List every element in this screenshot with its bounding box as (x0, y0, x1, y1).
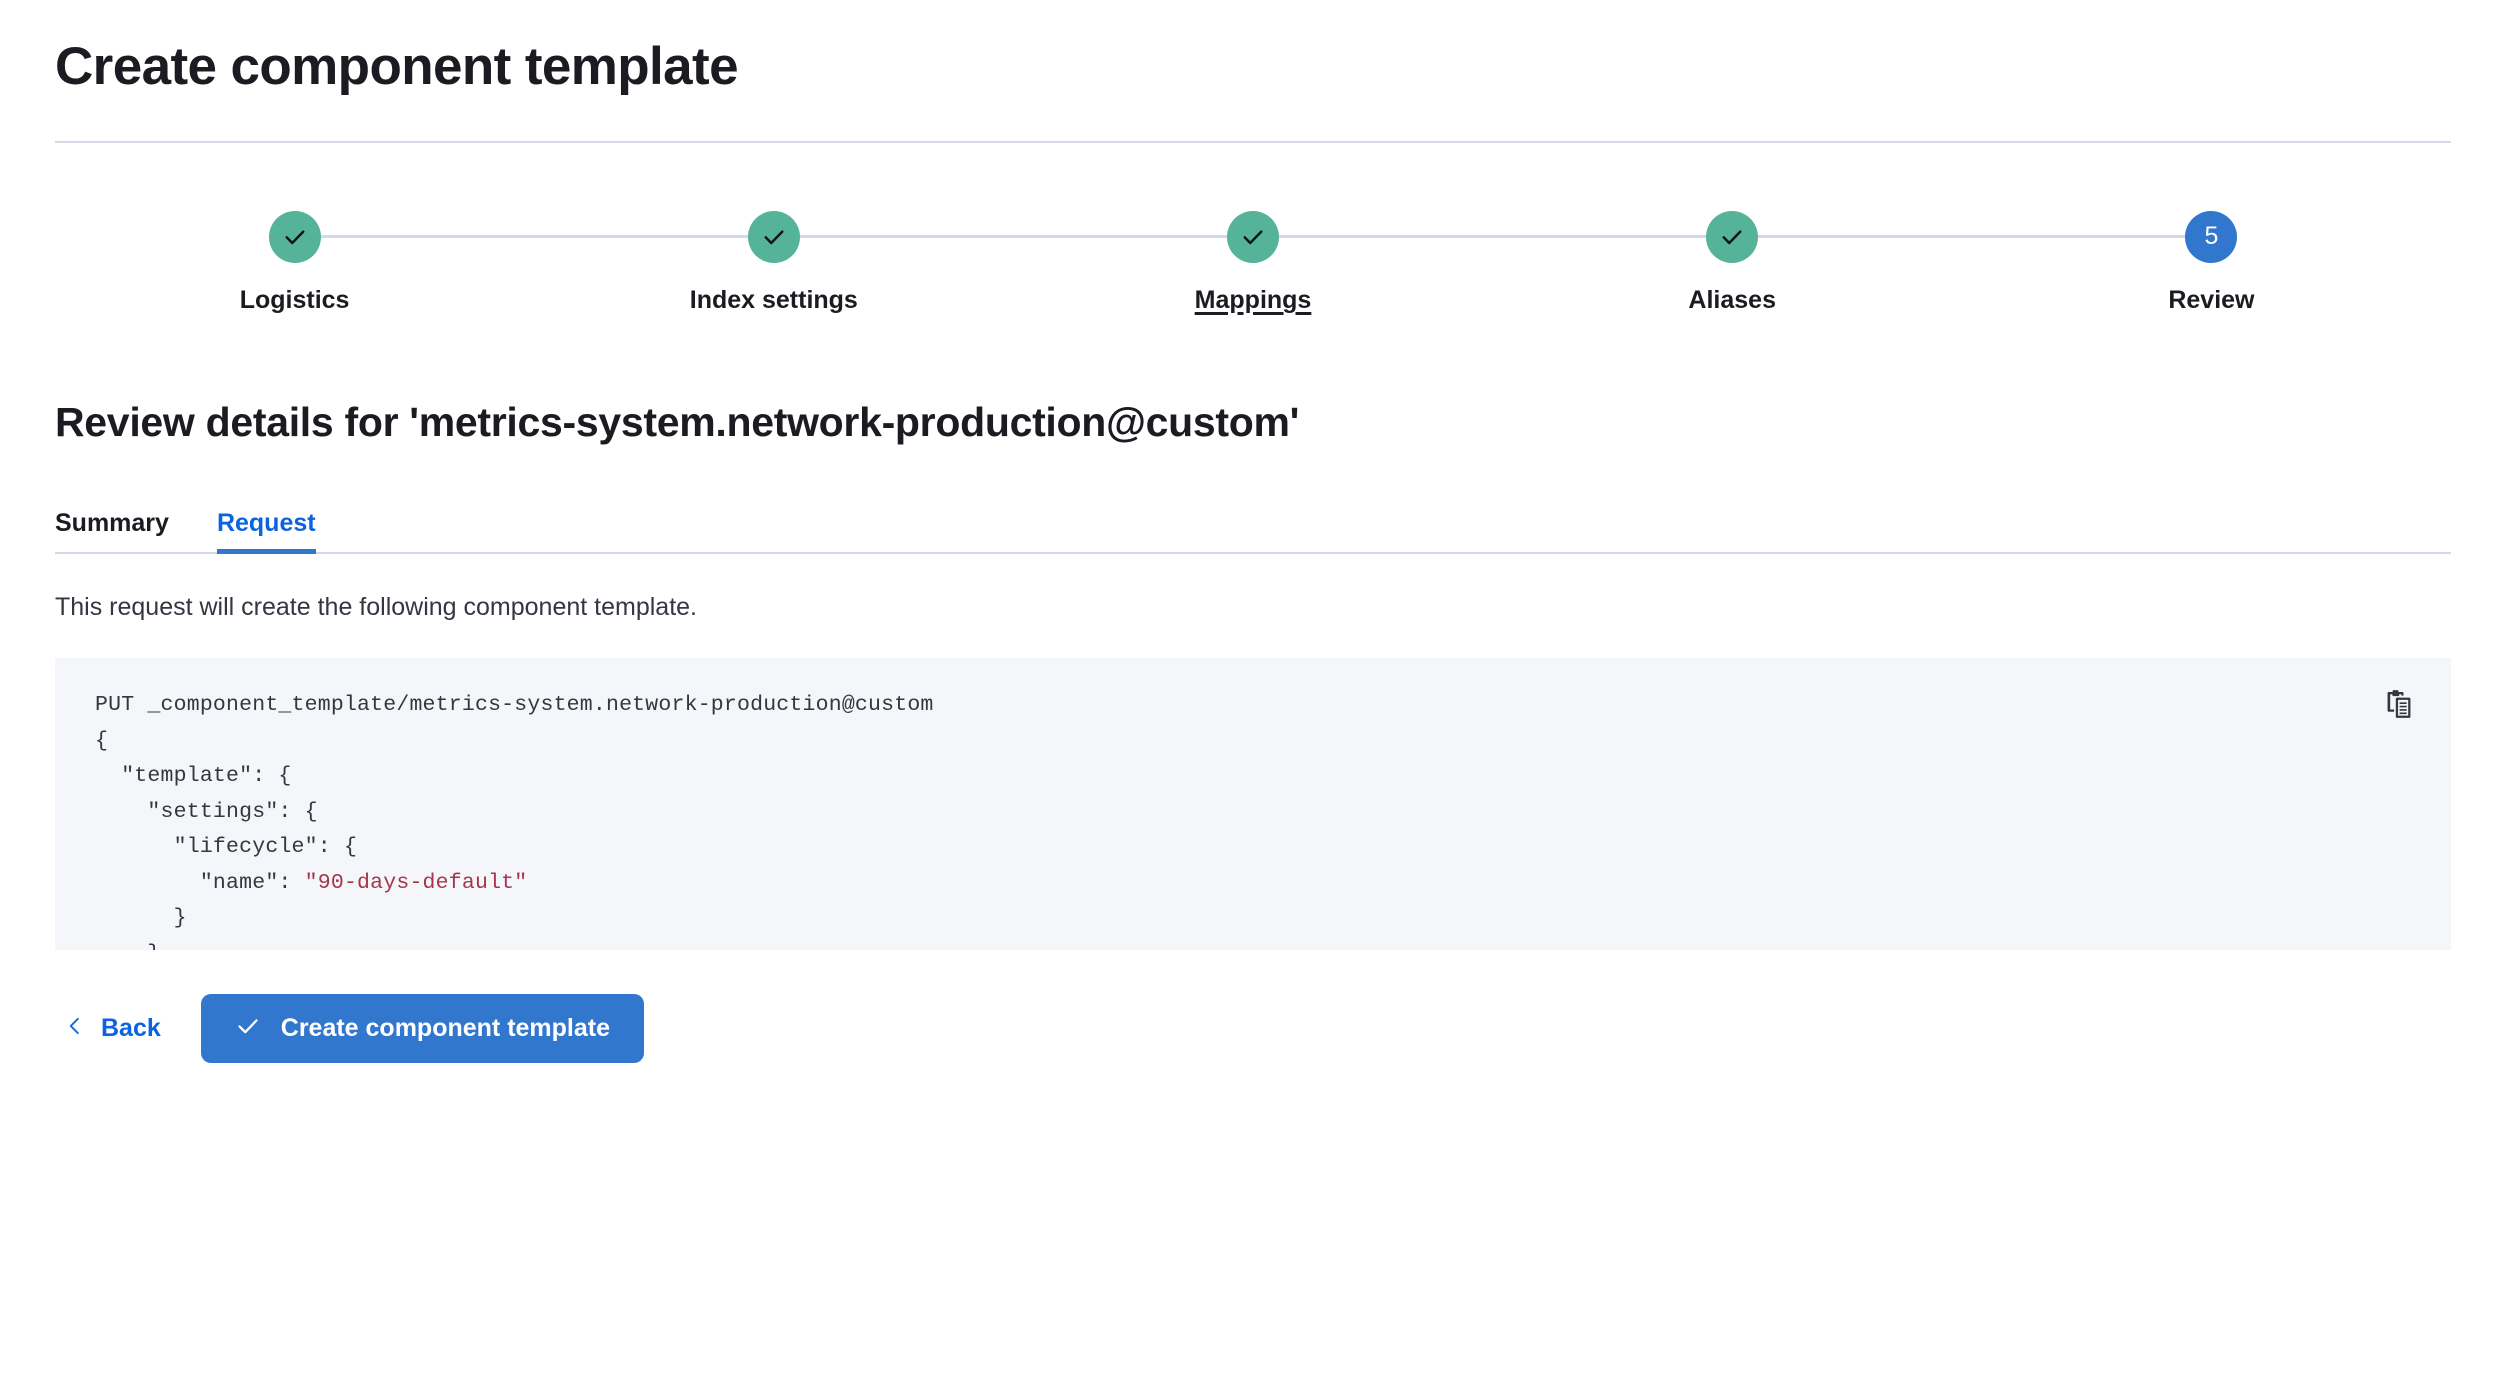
step-label: Mappings (1194, 286, 1312, 315)
create-component-template-button[interactable]: Create component template (200, 994, 645, 1064)
step-label: Aliases (1688, 286, 1776, 315)
check-icon (268, 211, 321, 264)
step-index-settings[interactable]: Index settings (534, 211, 1014, 315)
step-aliases[interactable]: Aliases (1492, 211, 1973, 315)
header-divider (55, 141, 2451, 144)
wizard-actions: Back Create component template (55, 994, 2451, 1064)
back-button-label: Back (101, 1014, 161, 1043)
check-icon (235, 1013, 261, 1044)
step-number: 5 (2204, 221, 2219, 250)
step-mappings[interactable]: Mappings (1013, 211, 1493, 315)
create-component-template-button-label: Create component template (280, 1014, 611, 1043)
request-code-text: PUT _component_template/metrics-system.n… (95, 693, 934, 950)
tab-request[interactable]: Request (216, 511, 316, 555)
review-heading: Review details for 'metrics-system.netwo… (55, 399, 1300, 446)
page-title: Create component template (55, 37, 739, 96)
step-number-badge: 5 (2185, 211, 2238, 264)
request-description: This request will create the following c… (55, 593, 697, 622)
tab-summary[interactable]: Summary (55, 511, 169, 552)
copy-icon[interactable] (2375, 680, 2423, 728)
check-icon (1706, 211, 1759, 264)
check-icon (747, 211, 800, 264)
check-icon (1227, 211, 1279, 264)
chevron-left-icon (65, 1014, 85, 1043)
step-logistics[interactable]: Logistics (55, 211, 535, 315)
request-code-block: PUT _component_template/metrics-system.n… (55, 658, 2451, 951)
step-label: Index settings (689, 286, 858, 315)
review-tabs: Summary Request (55, 498, 2451, 555)
step-label: Review (2168, 286, 2255, 315)
step-label: Logistics (239, 286, 350, 315)
back-button[interactable]: Back (55, 1002, 171, 1055)
